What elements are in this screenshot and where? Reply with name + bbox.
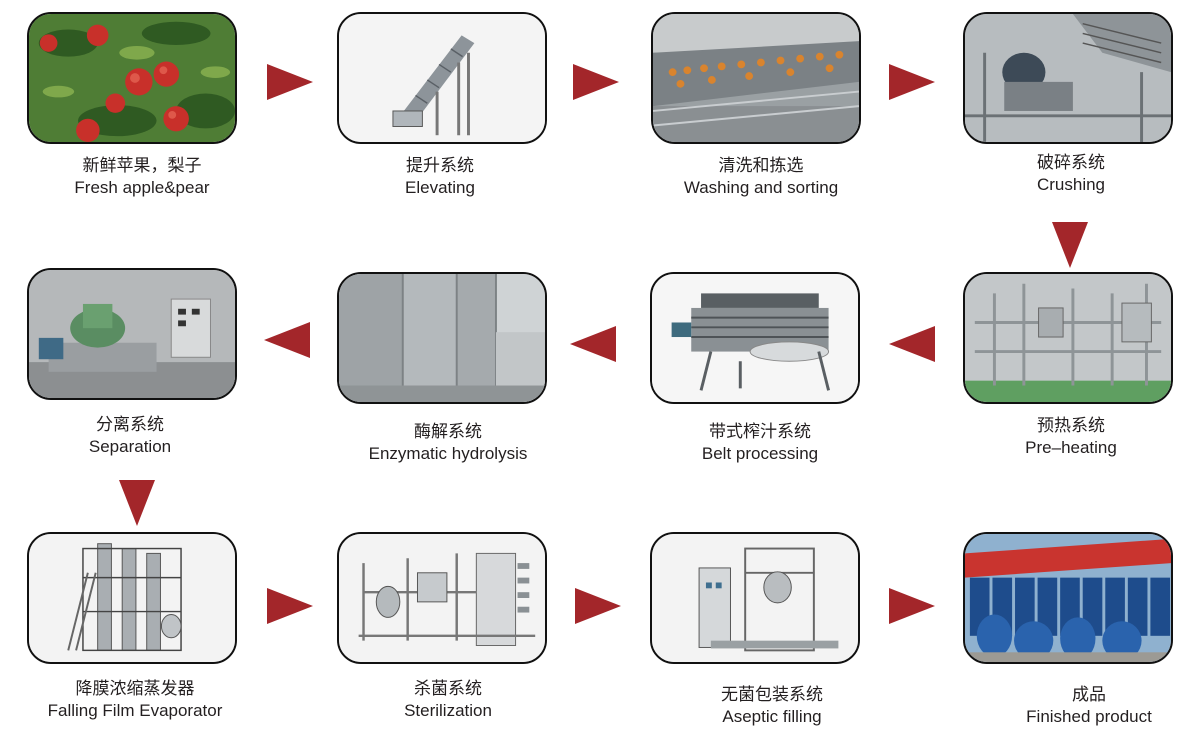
step-label-en: Elevating — [405, 178, 475, 197]
arrow-left-icon — [889, 326, 935, 362]
arrow-left-icon — [264, 322, 310, 358]
step-label-cn: 预热系统 — [1037, 416, 1105, 436]
step-label-en: Falling Film Evaporator — [47, 701, 223, 720]
step-label-cn: 带式榨汁系统 — [709, 422, 811, 442]
step-label-cn: 杀菌系统 — [414, 679, 482, 699]
arrow-down-icon — [1052, 222, 1088, 268]
aseptic-filling-photo — [650, 532, 860, 664]
arrow-right-icon — [575, 588, 621, 624]
step-label-cn: 降膜浓缩蒸发器 — [75, 679, 195, 699]
fresh-fruit-photo — [27, 12, 237, 144]
arrow-right-icon — [889, 64, 935, 100]
step-label-cn: 无菌包装系统 — [721, 685, 823, 705]
arrow-left-icon — [570, 326, 616, 362]
step-label-cn: 分离系统 — [96, 415, 164, 435]
step-label-en: Fresh apple&pear — [74, 178, 210, 197]
enzymatic-photo — [337, 272, 547, 404]
washing-photo — [651, 12, 861, 144]
step-label-en: Finished product — [1026, 707, 1152, 726]
step-label-cn: 新鲜苹果，梨子 — [82, 156, 202, 176]
step-label-en: Crushing — [1036, 175, 1106, 194]
finished-product-photo — [963, 532, 1173, 664]
sterilization-photo — [337, 532, 547, 664]
step-label-en: Sterilization — [404, 701, 492, 720]
step-label-cn: 成品 — [1072, 685, 1106, 705]
arrow-right-icon — [573, 64, 619, 100]
separation-photo — [27, 268, 237, 400]
step-label-en: Separation — [88, 437, 172, 456]
belt-press-photo — [650, 272, 860, 404]
arrow-right-icon — [889, 588, 935, 624]
step-label-cn: 破碎系统 — [1037, 153, 1105, 173]
step-label-en: Aseptic filling — [722, 707, 822, 726]
step-label-cn: 酶解系统 — [414, 422, 482, 442]
step-label-en: Belt processing — [701, 444, 819, 463]
crushing-photo — [963, 12, 1173, 144]
step-label-cn: 提升系统 — [406, 156, 474, 176]
step-label-en: Enzymatic hydrolysis — [368, 444, 528, 463]
step-label-cn: 清洗和拣选 — [718, 156, 804, 176]
step-label-en: Pre–heating — [1025, 438, 1117, 457]
step-label-en: Washing and sorting — [683, 178, 839, 197]
arrow-right-icon — [267, 64, 313, 100]
elevating-photo — [337, 12, 547, 144]
evaporator-photo — [27, 532, 237, 664]
arrow-right-icon — [267, 588, 313, 624]
arrow-down-icon — [119, 480, 155, 526]
preheating-photo — [963, 272, 1173, 404]
